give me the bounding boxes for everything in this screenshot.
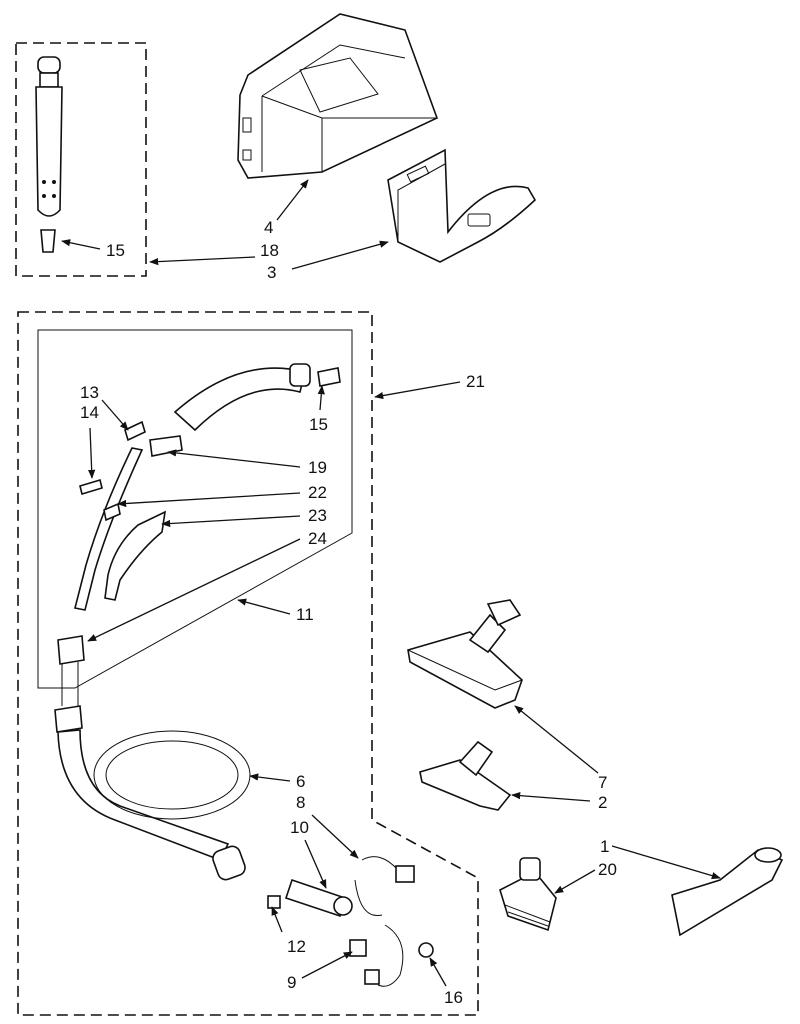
wand-group-box — [15, 42, 147, 277]
brush-tool-part — [499, 857, 557, 932]
floor-tool-part — [407, 599, 523, 709]
callout-9: 9 — [287, 973, 296, 992]
callout-24: 24 — [308, 529, 327, 548]
callout-23: 23 — [308, 506, 327, 525]
extension-wand-part — [35, 56, 63, 253]
upholstery-tool-part — [419, 740, 512, 811]
callout-3: 3 — [267, 263, 276, 282]
valve-parts — [267, 856, 434, 987]
callout-12: 12 — [287, 937, 306, 956]
hose-handle-inner-box — [37, 329, 353, 689]
hose-handle-part — [57, 363, 341, 665]
callout-21: 21 — [466, 372, 485, 391]
callout-22: 22 — [308, 483, 327, 502]
callout-labels: 15 18 4 3 21 15 13 14 19 22 23 24 11 6 8… — [80, 218, 617, 1007]
hose-part — [54, 662, 251, 881]
callout-15-handle: 15 — [309, 415, 328, 434]
callout-13: 13 — [80, 383, 99, 402]
callout-11: 11 — [296, 605, 314, 624]
callout-20: 20 — [598, 860, 617, 879]
cover-part — [237, 13, 439, 179]
callout-18: 18 — [260, 241, 279, 260]
crevice-tool-part — [671, 847, 784, 937]
callout-15-wand: 15 — [106, 241, 125, 260]
bracket-part — [387, 148, 537, 263]
callout-19: 19 — [308, 458, 327, 477]
callout-7: 7 — [598, 773, 607, 792]
callout-8: 8 — [296, 793, 305, 812]
callout-4: 4 — [264, 218, 273, 237]
callout-10: 10 — [290, 818, 309, 837]
callout-16: 16 — [444, 988, 463, 1007]
callout-6: 6 — [296, 772, 305, 791]
callout-1: 1 — [600, 837, 609, 856]
leader-lines — [61, 179, 721, 987]
callout-2: 2 — [598, 793, 607, 812]
callout-14: 14 — [80, 403, 99, 422]
